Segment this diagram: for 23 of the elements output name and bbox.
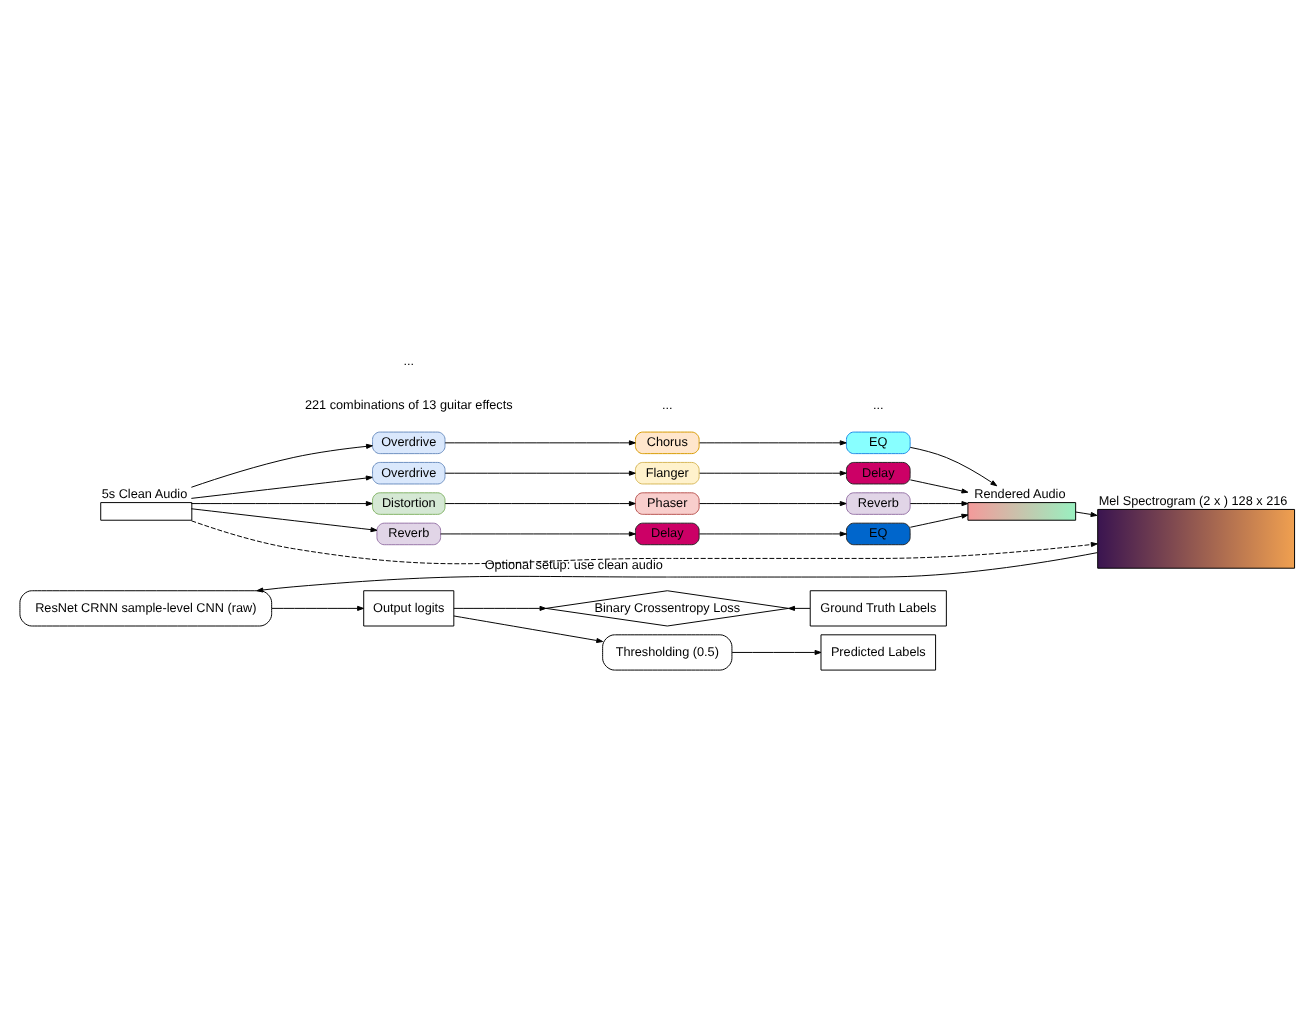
arrow	[256, 551, 1098, 592]
arrow	[440, 530, 636, 536]
arrow	[909, 512, 969, 527]
arrow	[909, 445, 998, 486]
arrow	[788, 604, 811, 610]
arrow	[699, 439, 847, 445]
arrow	[444, 500, 636, 506]
arrow	[444, 439, 636, 445]
arrow	[909, 478, 969, 493]
arrow	[909, 500, 969, 506]
arrow	[1075, 510, 1098, 516]
arrow	[190, 474, 373, 498]
arrow	[699, 500, 847, 506]
arrow	[453, 604, 547, 610]
arrow	[190, 442, 373, 487]
arrow	[731, 648, 822, 654]
arrow	[271, 604, 364, 610]
arrow	[699, 530, 847, 536]
arrow	[444, 469, 636, 475]
arrow	[190, 507, 378, 532]
arrow	[453, 614, 604, 643]
arrow	[699, 469, 847, 475]
arrow	[190, 500, 373, 506]
